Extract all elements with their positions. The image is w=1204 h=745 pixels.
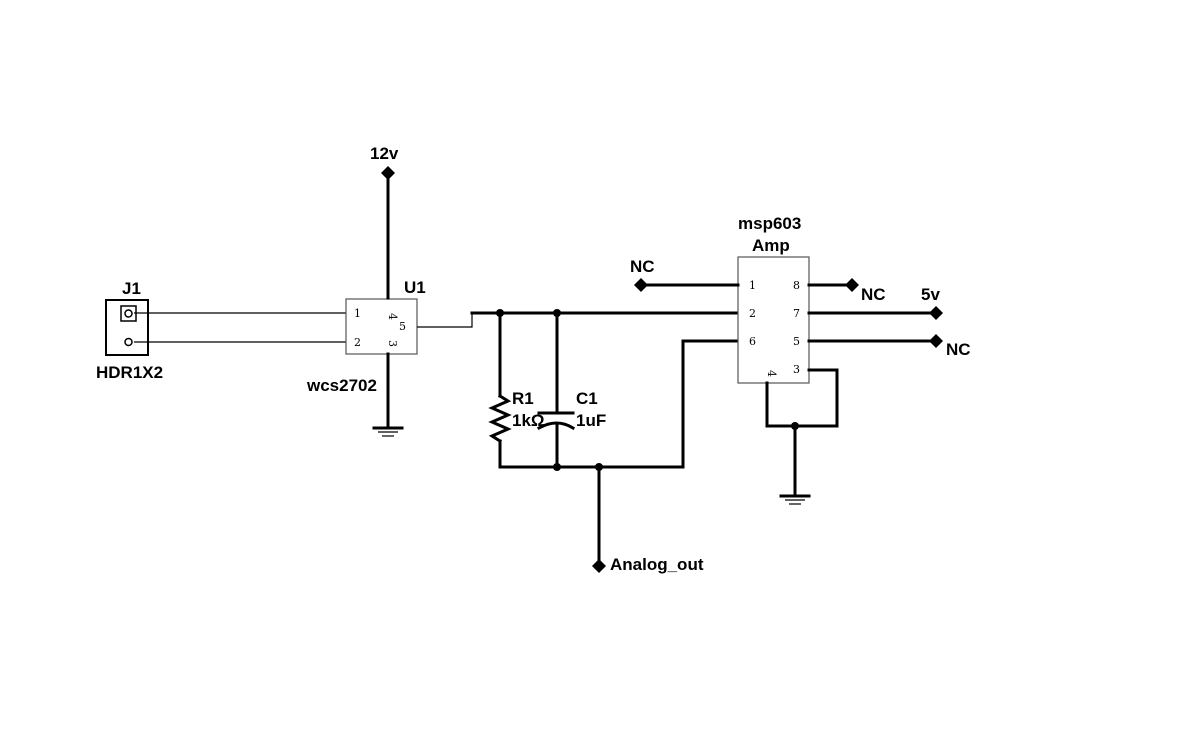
r1-ref-label: R1 <box>512 389 534 408</box>
c1-value-label: 1uF <box>576 411 606 430</box>
amp-pin3-label: 3 <box>793 363 800 376</box>
amp-pin8-label: 8 <box>793 279 800 292</box>
net-nc-pin5-label: NC <box>946 340 971 359</box>
amp-ref-label: msp603 <box>738 214 801 233</box>
wire-u1-out <box>417 312 738 328</box>
amp-pin6-label: 6 <box>749 335 756 348</box>
c1-ref-label: C1 <box>576 389 598 408</box>
amp-pin4-label: 4 <box>765 370 778 377</box>
resistor-r1 <box>488 393 512 444</box>
u1-pin1-label: 1 <box>354 307 361 320</box>
amp-pin2-label: 2 <box>749 307 756 320</box>
u1-pin5-label: 5 <box>399 320 406 333</box>
u1-pin2-label: 2 <box>354 336 361 349</box>
ground-symbol-amp <box>779 494 811 505</box>
u1-pin3-label: 3 <box>386 340 399 347</box>
j1-ref-label: J1 <box>122 279 141 298</box>
net-analog-out-terminal <box>592 559 606 573</box>
ground-symbol-u1 <box>372 426 404 437</box>
ic-u1-body <box>345 298 418 355</box>
j1-value-label: HDR1X2 <box>96 363 163 382</box>
u1-pin4-label: 4 <box>386 313 399 320</box>
connector-j1 <box>105 299 149 356</box>
r1-value-label: 1kΩ <box>512 411 545 430</box>
amp-value-label: Amp <box>752 236 790 255</box>
amp-pin7-label: 7 <box>793 307 800 320</box>
wire-amp-pin6 <box>681 339 740 469</box>
junction-c1-bottom <box>553 463 561 471</box>
ic-amp-body <box>737 256 810 384</box>
amp-pin1-label: 1 <box>749 279 756 292</box>
net-5v-label: 5v <box>921 285 940 304</box>
net-nc-pin8-label: NC <box>861 285 886 304</box>
wire-amp-pin3-pin4 <box>765 368 839 428</box>
net-nc-pin8-terminal <box>845 278 859 292</box>
net-analog-out-label: Analog_out <box>610 555 704 574</box>
u1-ref-label: U1 <box>404 278 426 297</box>
net-nc-pin1-label: NC <box>630 257 655 276</box>
net-12v-label: 12v <box>370 144 399 163</box>
net-5v-terminal <box>929 306 943 320</box>
u1-value-label: wcs2702 <box>306 376 377 395</box>
net-nc-pin5-terminal <box>929 334 943 348</box>
amp-pin5-label: 5 <box>793 335 800 348</box>
